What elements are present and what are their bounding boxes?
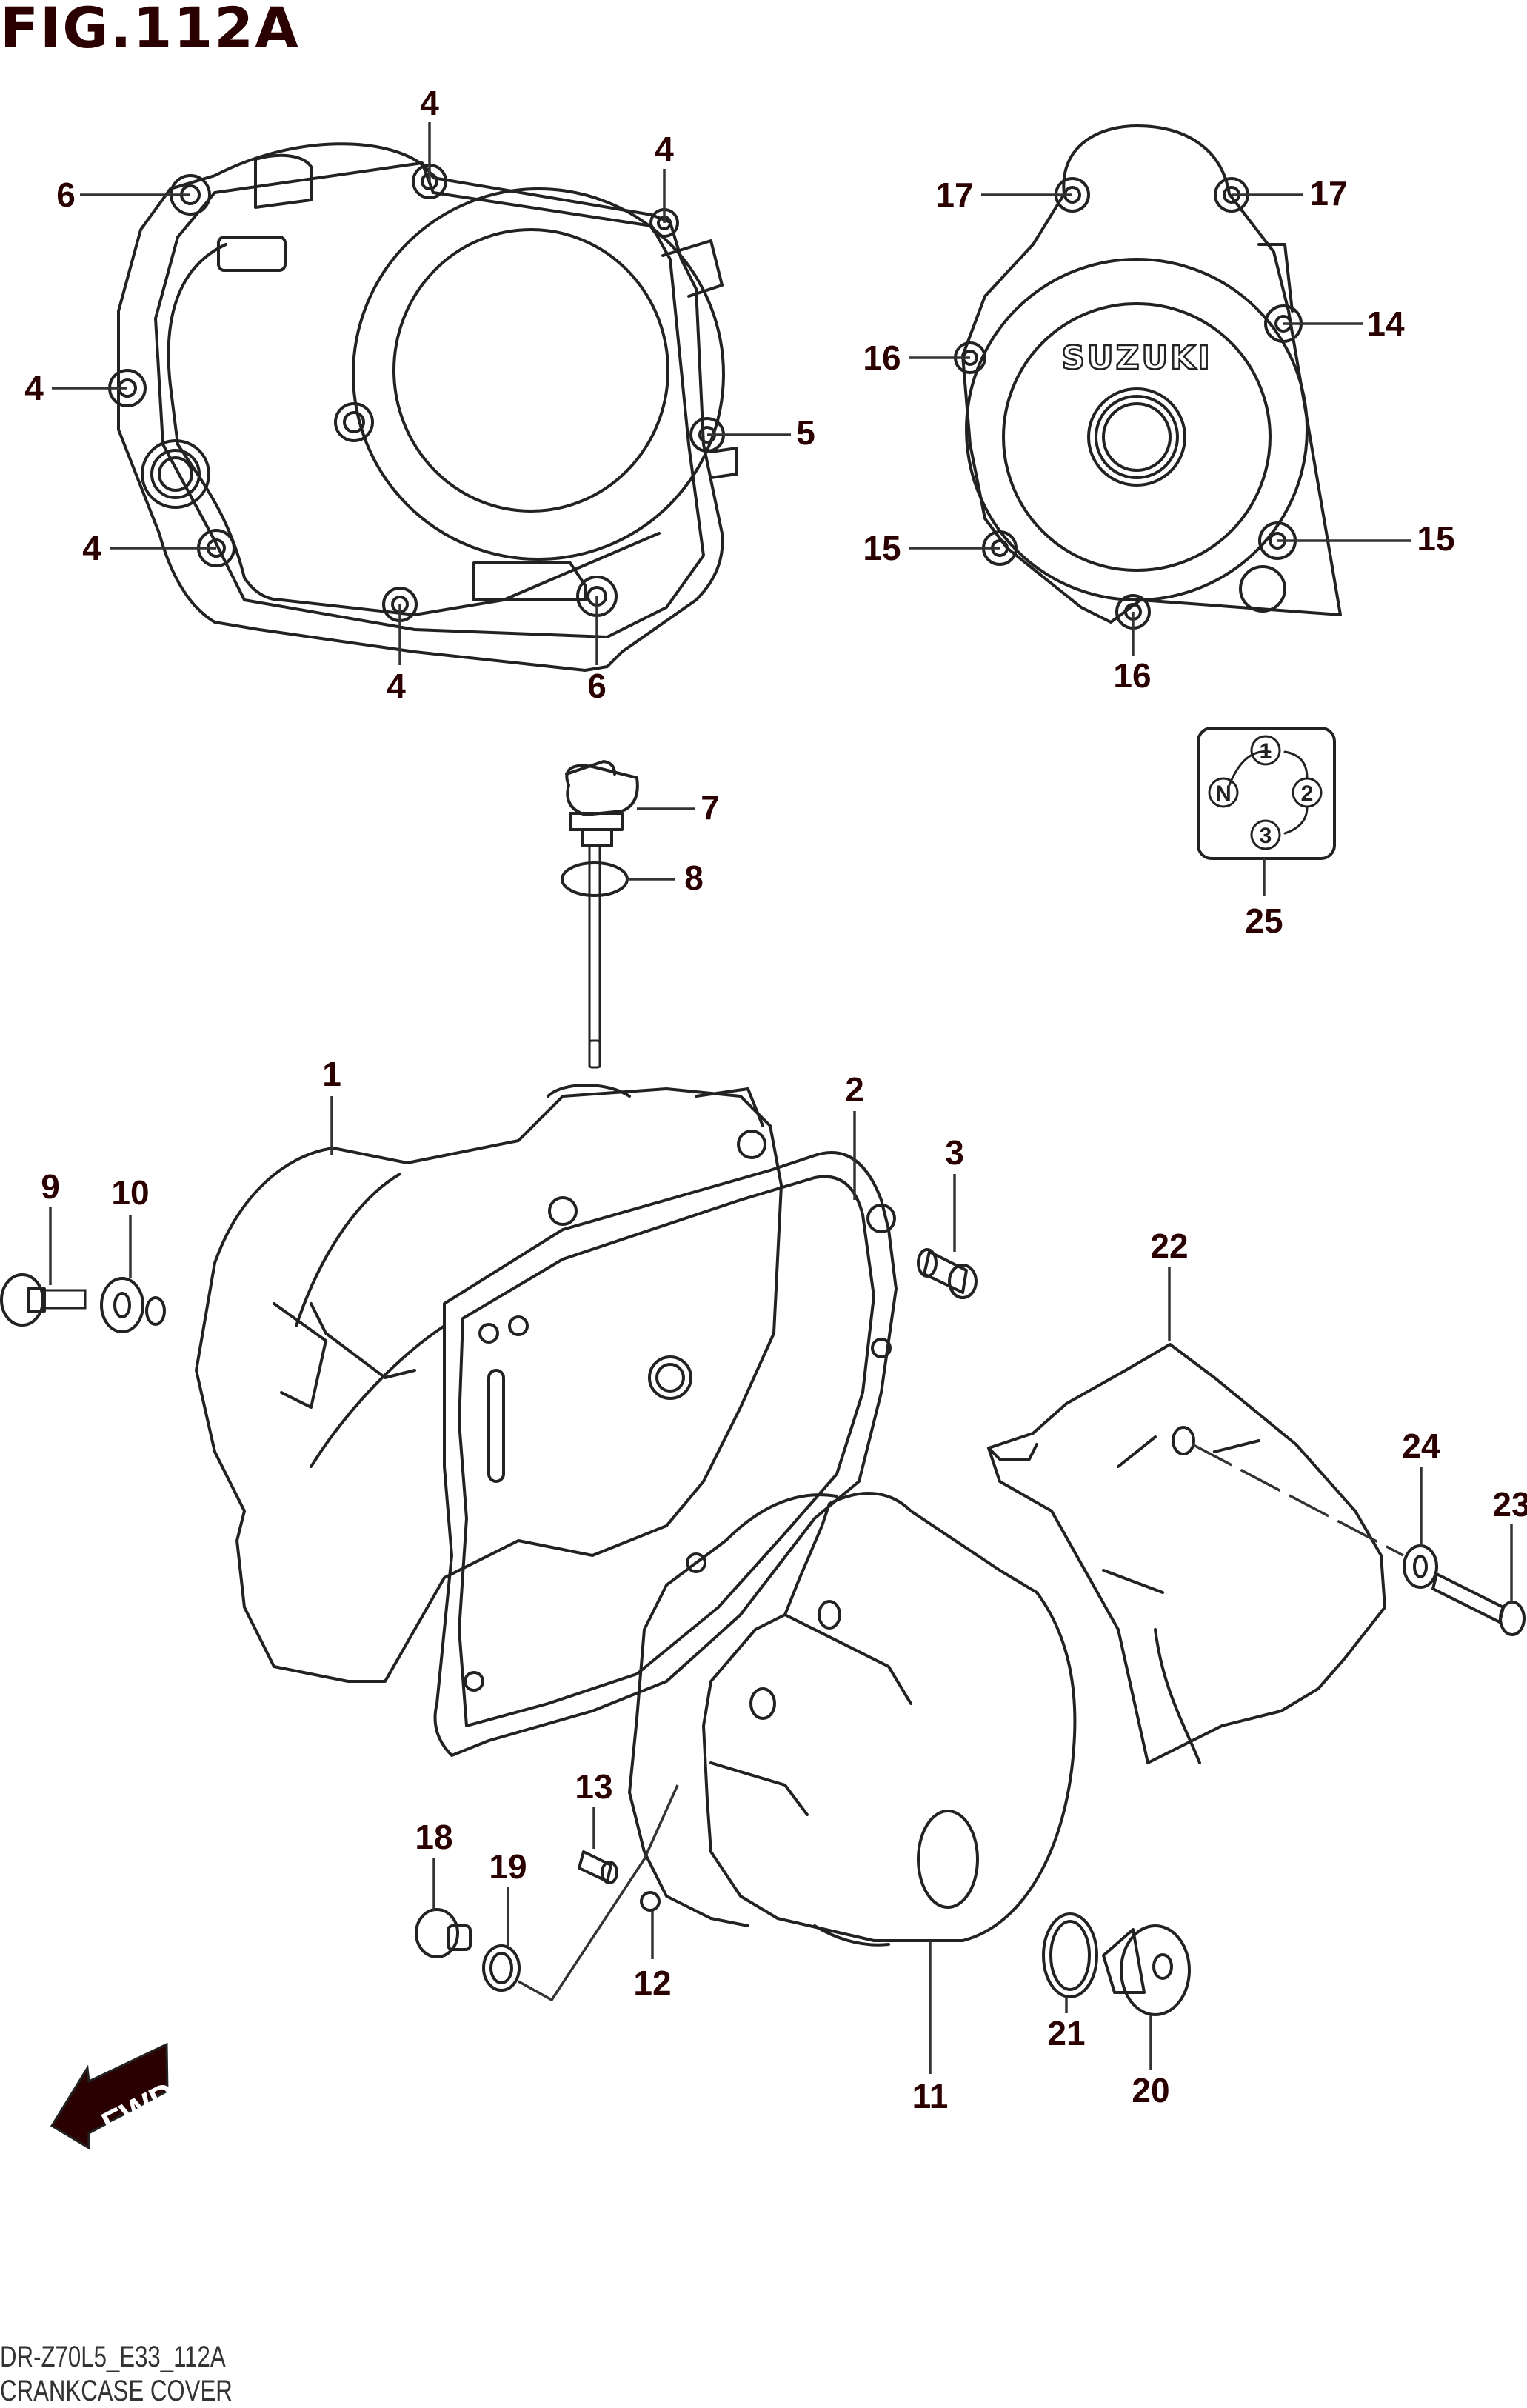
clutch-cover-side-view: [108, 142, 738, 672]
gear-position-3: 3: [1260, 824, 1272, 848]
gasket-19: [482, 1784, 679, 2002]
plug-20: [1102, 1924, 1191, 2070]
section-name: CRANKCASE COVER: [0, 2375, 233, 2407]
callout-10: 10: [111, 1173, 149, 1212]
model-code: DR-Z70L5_E33_112A: [0, 2341, 226, 2373]
forward-arrow-icon: FWD: [50, 2042, 182, 2150]
dowel-pin-3: [917, 1174, 978, 1299]
callout-22: 22: [1150, 1227, 1188, 1265]
clutch-cover-exploded: [195, 1084, 783, 1683]
callout-7: 7: [701, 788, 720, 827]
callout-23: 23: [1492, 1485, 1527, 1524]
callout-15: 15: [1417, 519, 1454, 558]
callout-16: 16: [863, 338, 901, 377]
callout-6: 6: [587, 667, 607, 705]
callout-4: 4: [82, 529, 101, 567]
callout-labels: 4 4 6 4 5 4 4 6 17 17 16 14 15 15 16 7 8…: [24, 84, 1527, 2115]
callout-16: 16: [1113, 656, 1151, 695]
callout-13: 13: [575, 1767, 612, 1806]
washer-10: [100, 1215, 166, 1333]
callout-17: 17: [935, 176, 973, 214]
callout-8: 8: [684, 858, 704, 897]
leader-lines-top-right: [909, 193, 1411, 656]
callout-5: 5: [796, 413, 815, 452]
gasket-12: [628, 1493, 838, 1959]
bolt-9: [0, 1207, 87, 1327]
oil-level-gauge: [565, 760, 695, 1069]
callout-1: 1: [322, 1055, 341, 1093]
figure-caption: DR-Z70L5_E33_112A CRANKCASE COVER: [0, 2340, 233, 2408]
callout-3: 3: [945, 1133, 964, 1172]
callout-4: 4: [655, 130, 674, 168]
plug-18: [415, 1858, 472, 1958]
dowel-pin-13: [578, 1807, 618, 1884]
callout-24: 24: [1402, 1427, 1440, 1465]
o-ring-8: [561, 861, 675, 897]
callout-2: 2: [845, 1070, 864, 1109]
callout-14: 14: [1366, 304, 1405, 343]
callout-11: 11: [912, 2077, 949, 2115]
gasket-2: [433, 1151, 898, 1757]
suzuki-logo: SUZUKI: [1061, 339, 1212, 377]
callout-25: 25: [1245, 901, 1283, 940]
figure-title: FIG.112A: [0, 0, 300, 61]
gearshift-pattern-label: 1 N 2 3: [1197, 727, 1336, 896]
magneto-cover-side-view: SUZUKI: [954, 124, 1342, 630]
gear-position-n: N: [1215, 781, 1232, 806]
gear-position-1: 1: [1260, 739, 1272, 764]
callout-6: 6: [56, 176, 76, 214]
leader-lines-top-left: [52, 122, 791, 665]
callout-18: 18: [415, 1818, 452, 1856]
sprocket-cover-22: [987, 1267, 1404, 1764]
o-ring-21: [1042, 1912, 1098, 2013]
callout-15: 15: [863, 529, 901, 567]
callout-17: 17: [1309, 174, 1347, 213]
callout-4: 4: [420, 84, 439, 122]
callout-21: 21: [1047, 2014, 1085, 2052]
callout-9: 9: [41, 1167, 60, 1206]
callout-4: 4: [24, 369, 44, 407]
bolt-23: [1431, 1524, 1526, 1636]
gear-position-2: 2: [1301, 781, 1314, 806]
callout-4: 4: [387, 667, 406, 705]
washer-24: [1403, 1467, 1438, 1589]
magneto-cover-exploded: [702, 1492, 1077, 2074]
callout-19: 19: [489, 1847, 527, 1886]
callout-20: 20: [1132, 2071, 1169, 2109]
callout-12: 12: [633, 1964, 671, 2002]
